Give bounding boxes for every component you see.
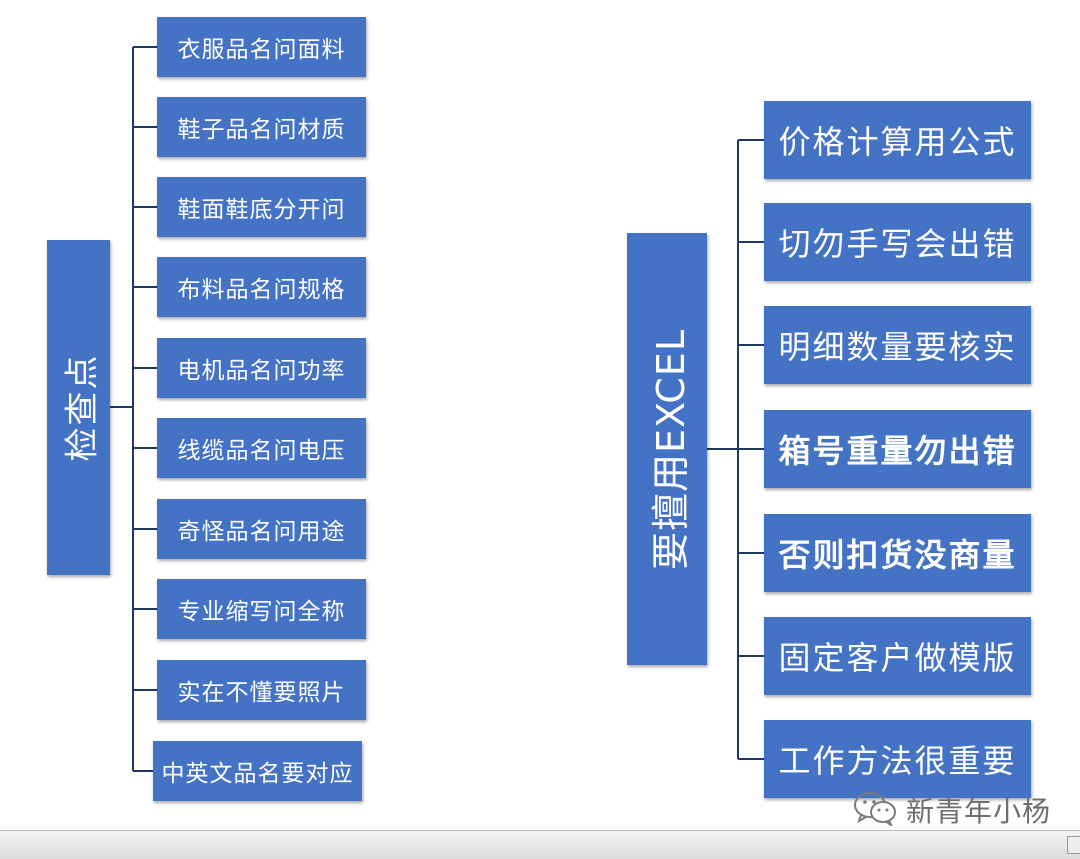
wechat-icon [852, 790, 898, 830]
left-item-label: 实在不懂要照片 [177, 680, 346, 706]
bottom-status-bar [0, 830, 1080, 859]
right-item-label: 固定客户做模版 [778, 639, 1017, 677]
watermark-text: 新青年小杨 [906, 795, 1052, 828]
right-root-node: 要擅用EXCEL [627, 233, 707, 665]
left-item-node: 衣服品名问面料 [157, 17, 366, 77]
left-item-node: 鞋子品名问材质 [157, 97, 366, 157]
right-item-node: 固定客户做模版 [764, 617, 1031, 695]
left-root-node: 检查点 [47, 240, 110, 575]
right-item-node: 箱号重量勿出错 [764, 410, 1031, 488]
left-item-node: 实在不懂要照片 [157, 660, 366, 720]
left-item-node: 奇怪品名问用途 [157, 499, 366, 559]
right-item-label: 切勿手写会出错 [778, 225, 1017, 263]
right-item-label: 价格计算用公式 [778, 123, 1017, 161]
right-item-node: 切勿手写会出错 [764, 203, 1031, 281]
left-item-label: 鞋面鞋底分开问 [177, 197, 346, 223]
right-item-node: 工作方法很重要 [764, 720, 1031, 798]
left-item-label: 布料品名问规格 [177, 277, 346, 303]
left-item-node: 布料品名问规格 [157, 257, 366, 317]
left-item-node: 鞋面鞋底分开问 [157, 177, 366, 237]
left-item-node: 中英文品名要对应 [153, 741, 362, 801]
corner-indicator [1067, 836, 1080, 854]
left-item-label: 中英文品名要对应 [161, 761, 354, 787]
right-item-label: 工作方法很重要 [778, 742, 1017, 780]
left-item-label: 衣服品名问面料 [177, 37, 346, 63]
left-item-label: 电机品名问功率 [177, 358, 346, 384]
right-item-node: 价格计算用公式 [764, 101, 1031, 179]
left-item-node: 专业缩写问全称 [157, 579, 366, 639]
left-item-label: 奇怪品名问用途 [177, 519, 346, 545]
watermark: 新青年小杨 [852, 790, 1051, 830]
right-item-node: 否则扣货没商量 [764, 514, 1031, 592]
left-item-label: 线缆品名问电压 [177, 438, 346, 464]
left-item-label: 专业缩写问全称 [177, 599, 346, 625]
left-item-node: 电机品名问功率 [157, 338, 366, 398]
right-root-label: 要擅用EXCEL [648, 328, 693, 570]
left-item-label: 鞋子品名问材质 [177, 117, 346, 143]
right-item-label: 箱号重量勿出错 [778, 432, 1017, 470]
left-item-node: 线缆品名问电压 [157, 418, 366, 478]
left-root-label: 检查点 [62, 353, 102, 462]
right-item-label: 否则扣货没商量 [778, 536, 1017, 574]
right-item-label: 明细数量要核实 [778, 328, 1017, 366]
right-item-node: 明细数量要核实 [764, 306, 1031, 384]
